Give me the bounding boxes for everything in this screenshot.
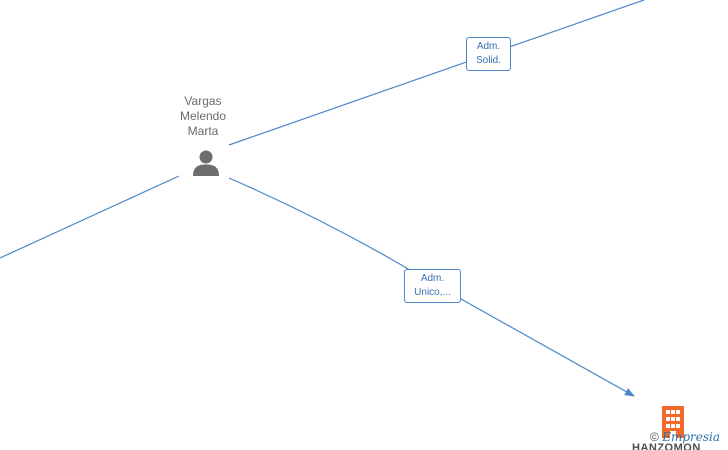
copyright-symbol: © <box>650 430 659 444</box>
edge-label-line2: Unico,... <box>414 287 451 298</box>
person-name-line1: Vargas <box>184 94 222 108</box>
building-icon[interactable] <box>661 406 685 438</box>
edge-left-incoming[interactable] <box>0 175 180 259</box>
edge-adm-solid[interactable] <box>228 0 645 146</box>
company-name[interactable]: HANZOMON <box>632 442 701 450</box>
edge-label-line1: Adm. <box>476 41 501 52</box>
watermark-brand: Empresia <box>662 430 720 444</box>
edge-label-adm-unico[interactable]: Adm. Unico,... <box>404 269 461 303</box>
edge-label-adm-solid[interactable]: Adm. Solid. <box>466 37 511 71</box>
watermark: © Empresia <box>650 430 720 444</box>
person-name-line2: Melendo <box>179 109 227 123</box>
person-icon[interactable] <box>190 148 222 180</box>
person-name-line3: Marta <box>187 124 219 138</box>
person-name[interactable]: Vargas Melendo Marta <box>153 94 253 139</box>
edge-adm-unico[interactable] <box>228 177 635 397</box>
edge-label-line2: Solid. <box>475 55 501 66</box>
edge-label-line1: Adm. <box>420 273 445 284</box>
